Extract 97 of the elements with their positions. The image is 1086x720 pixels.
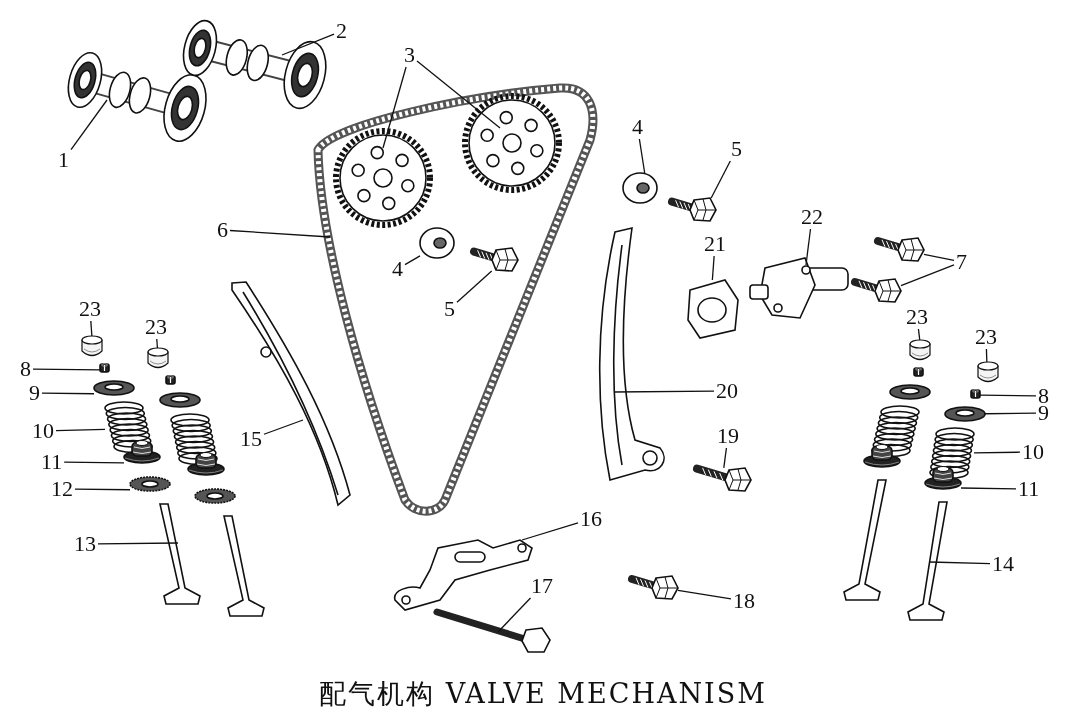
valve-seal-drawing [924,466,962,490]
callout-number: 5 [444,298,455,320]
chain-guide-drawing [231,281,351,506]
leader-line [74,488,131,491]
valve-spring-drawing [929,427,975,480]
leader-line [960,487,1017,490]
leader-line [156,338,159,349]
callout-number: 11 [1018,478,1040,500]
gasket-drawing [687,279,739,339]
callout-number: 23 [79,298,101,320]
leader-line [979,394,1037,397]
valve-spring-drawing [104,401,153,454]
leader-line [281,33,335,56]
callout-number: 10 [1022,441,1044,463]
valve-keeper-drawing [970,389,981,399]
bolt-drawing [874,237,925,262]
chain-tensioner-drawing [749,257,849,319]
bracket-drawing [393,539,533,611]
callout-number: 1 [58,149,69,171]
leader-line [90,320,93,337]
valve-cap-drawing [81,335,103,357]
leader-line [404,255,421,266]
callout-number: 20 [716,380,738,402]
leader-line [929,561,991,565]
leader-line [456,270,493,303]
callout-number: 3 [404,44,415,66]
callout-number: 13 [74,533,96,555]
bolt-drawing [470,247,519,272]
callout-number: 16 [580,508,602,530]
sprocket-drawing [462,93,562,193]
callout-number: 22 [801,206,823,228]
sprocket-drawing [333,128,433,228]
valve-drawing [907,501,948,621]
leader-line [710,160,731,199]
callout-number: 12 [51,478,73,500]
valve-seal-drawing [123,440,161,464]
long-bolt-drawing [433,608,551,653]
spring-retainer-drawing [944,406,986,422]
valve-cap-drawing [977,361,999,383]
callout-number: 6 [217,219,228,241]
leader-line [32,368,101,371]
valve-keeper-drawing [99,363,110,373]
callout-number: 23 [975,326,997,348]
leader-line [497,597,532,633]
washer-drawing [622,172,658,204]
leader-line [923,253,955,262]
valve-cap-drawing [147,347,169,369]
tensioner-guide-drawing [598,227,665,481]
spring-retainer-drawing [93,380,135,396]
leader-line [55,428,106,432]
leader-line [416,60,501,129]
leader-line [41,392,95,395]
camshaft-drawing [67,51,207,142]
leader-line [900,264,955,287]
callout-number: 23 [145,316,167,338]
leader-line [229,229,331,238]
leader-line [985,348,988,363]
leader-line [984,412,1037,415]
leader-line [97,542,179,545]
callout-number: 8 [20,358,31,380]
callout-number: 21 [704,233,726,255]
leader-line [382,66,407,149]
bolt-drawing [693,464,752,492]
leader-line [711,255,715,281]
leader-line [805,228,812,266]
leader-line [973,451,1021,454]
leader-line [70,99,108,151]
callout-number: 19 [717,425,739,447]
leader-line [63,461,125,464]
callout-number: 4 [392,258,403,280]
valve-drawing [159,503,201,605]
valve-cap-drawing [909,339,931,361]
bolt-drawing [668,197,717,222]
callout-number: 2 [336,20,347,42]
callout-number: 14 [992,553,1014,575]
leader-line [917,328,921,341]
camshaft-drawing [182,19,327,110]
bolt-drawing [628,575,679,600]
callout-number: 5 [731,138,742,160]
callout-number: 15 [240,428,262,450]
callout-number: 10 [32,420,54,442]
callout-number: 9 [29,382,40,404]
callout-number: 23 [906,306,928,328]
leader-line [521,522,579,541]
leader-line [677,589,732,600]
diagram-title: 配气机构 VALVE MECHANISM [319,678,767,709]
leader-line [638,138,646,174]
callout-number: 7 [956,251,967,273]
callout-number: 17 [531,575,553,597]
callout-number: 11 [41,451,63,473]
leader-line [613,390,715,393]
leader-line [723,447,728,469]
callout-number: 18 [733,590,755,612]
leader-line [263,419,304,435]
callout-number: 4 [632,116,643,138]
bolt-drawing [851,278,902,303]
valve-washer-drawing [129,476,171,492]
